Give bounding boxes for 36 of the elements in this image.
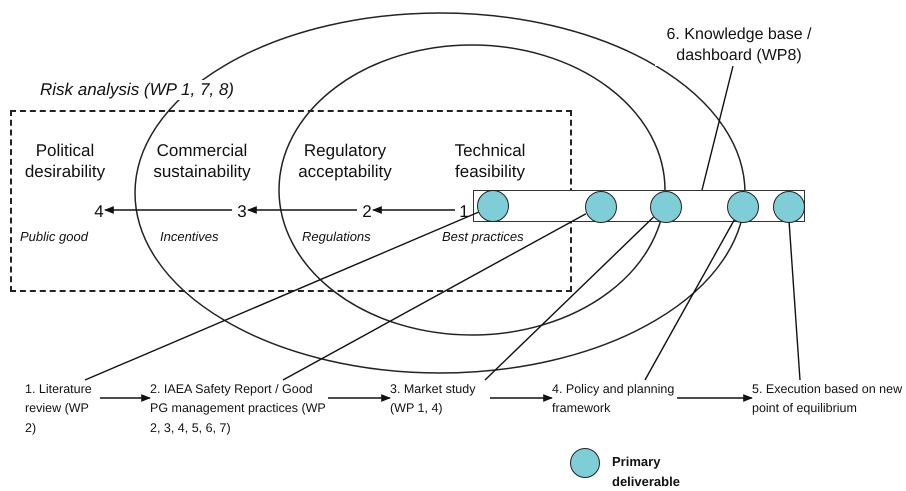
step-text: 1. Literature review (WP 2) (25, 380, 92, 438)
column-note: Regulations (302, 229, 371, 244)
arrow (247, 206, 357, 214)
arrow (100, 394, 151, 402)
legend-text: Primary deliverable (612, 453, 681, 491)
column-heading: Technical feasibility (454, 140, 526, 182)
connector-line (788, 222, 801, 380)
step-text: 3. Market study (WP 1, 4) (390, 380, 490, 419)
deliverable-circle (585, 191, 617, 223)
step-text: 5. Execution based on new point of equilibrium (752, 380, 904, 419)
arrow (677, 394, 753, 402)
group-heading: Risk analysis (WP 1, 7, 8) (40, 80, 234, 100)
arrow (372, 206, 455, 214)
step-number: 2 (359, 201, 375, 223)
column-note: Best practices (442, 229, 524, 244)
knowledge-base-bar (473, 190, 805, 222)
column-heading: Regulatory acceptability (297, 140, 393, 182)
connector-line (644, 220, 735, 380)
deliverable-circle (727, 191, 759, 223)
step-text: 4. Policy and planning framework (552, 380, 677, 419)
connector-line (282, 213, 586, 381)
step-number: 1 (457, 201, 471, 223)
arrow (104, 206, 232, 214)
arrow (328, 394, 391, 402)
column-note: Incentives (160, 229, 219, 244)
step-number: 3 (234, 201, 250, 223)
step-text: 2. IAEA Safety Report / Good PG management practices (WP 2, 3, 4, 5, 6, 7) (150, 380, 326, 438)
connector-line (701, 66, 734, 190)
column-heading: Political desirability (24, 140, 106, 182)
deliverable-circle (650, 191, 682, 223)
arrow (490, 394, 553, 402)
deliverable-circle (773, 191, 805, 223)
column-note: Public good (20, 229, 88, 244)
column-heading: Commercial sustainability (152, 140, 252, 182)
step-number: 4 (91, 201, 107, 223)
connector-line (84, 212, 479, 381)
